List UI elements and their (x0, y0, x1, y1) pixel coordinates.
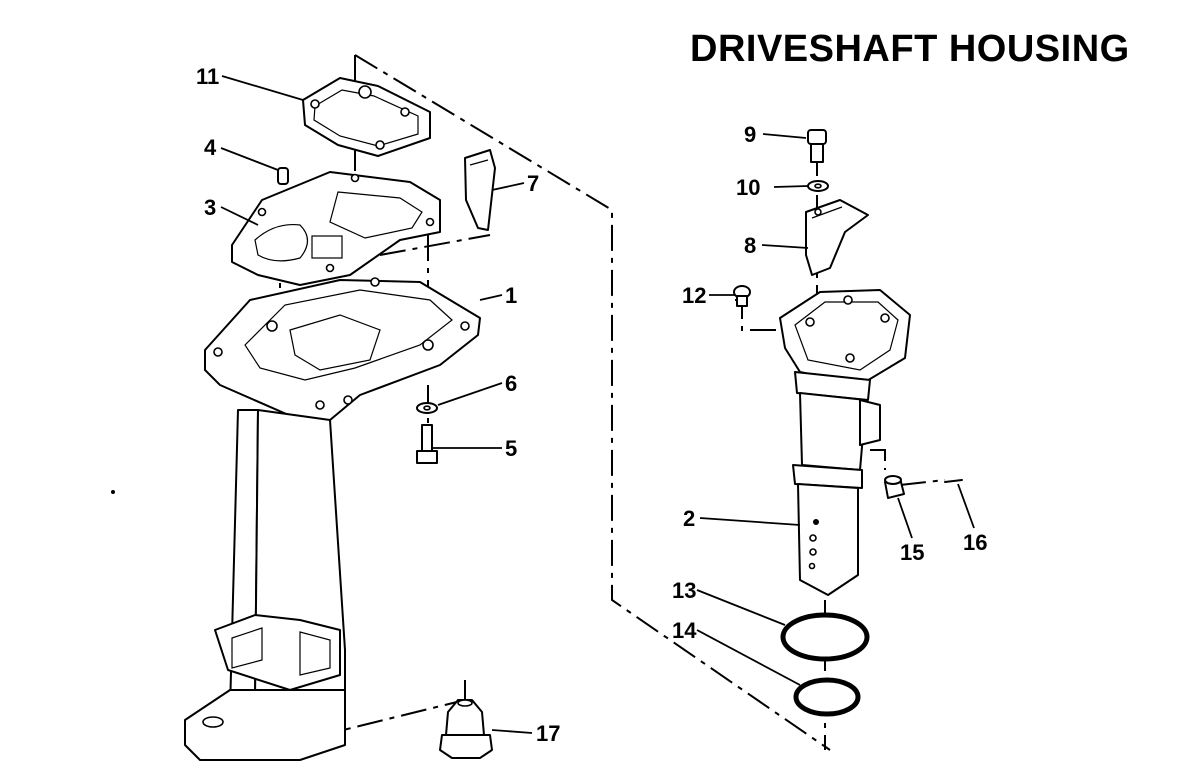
part-2-water-tube (779, 289, 911, 596)
callout-11: 11 (196, 64, 219, 89)
callout-2: 2 (683, 506, 695, 531)
callout-7: 7 (527, 171, 539, 196)
callout-9: 9 (744, 122, 756, 147)
part-7-cover (464, 149, 496, 231)
part-16-pin (944, 479, 963, 483)
leader-lines (220, 75, 975, 734)
part-11-top-gasket (302, 77, 431, 157)
callout-6: 6 (505, 371, 517, 396)
callout-16: 16 (963, 530, 987, 555)
part-13-seal-ring (780, 612, 870, 662)
diagram-title: DRIVESHAFT HOUSING (690, 28, 1130, 70)
callout-17: 17 (536, 721, 560, 746)
part-17-plug (439, 699, 493, 759)
part-9-bolt (807, 129, 827, 163)
part-8-bracket (805, 199, 869, 276)
part-1-driveshaft-housing (184, 277, 481, 761)
part-12-screw (733, 285, 751, 307)
callout-3: 3 (204, 195, 216, 220)
callout-8: 8 (744, 233, 756, 258)
callout-14: 14 (672, 618, 697, 643)
callout-labels: 11 4 3 7 1 6 5 17 9 10 8 12 2 13 14 15 1… (196, 64, 987, 746)
callout-13: 13 (672, 578, 696, 603)
part-14-grommet-ring (793, 677, 861, 717)
part-15-bushing (884, 475, 905, 499)
part-4-dowel-pin (277, 167, 289, 185)
callout-5: 5 (505, 436, 517, 461)
callout-12: 12 (682, 283, 706, 308)
callout-1: 1 (505, 283, 517, 308)
callout-15: 15 (900, 540, 924, 565)
part-6-washer (416, 402, 438, 414)
assembly-path-lines (269, 54, 946, 751)
part-5-screw (416, 424, 438, 464)
part-10-washer (807, 180, 829, 192)
callout-10: 10 (736, 175, 760, 200)
part-3-adapter-gasket (231, 171, 441, 286)
speck (111, 490, 115, 494)
callout-4: 4 (204, 135, 217, 160)
